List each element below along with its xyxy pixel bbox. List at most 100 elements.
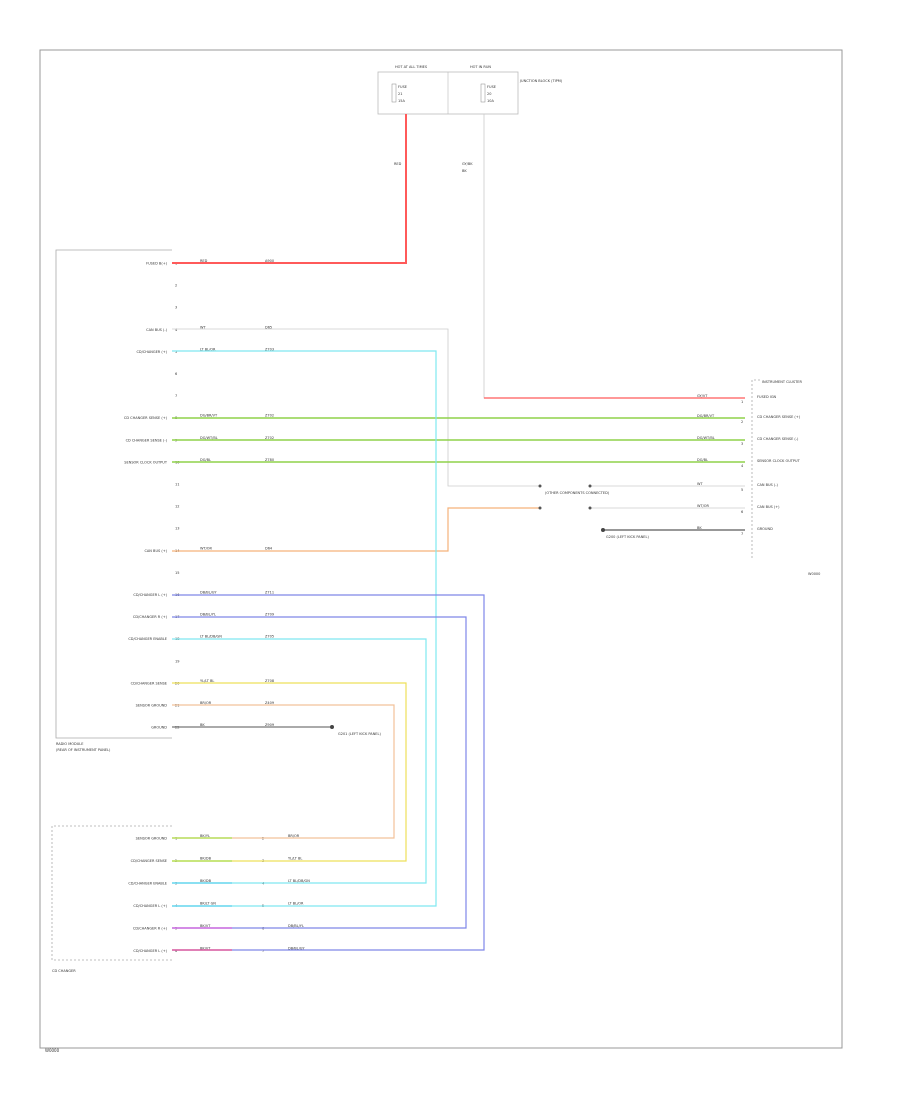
- wire-cd-l2: [172, 594, 485, 951]
- radio-pin-number: 12: [175, 505, 179, 509]
- radio-pin-number: 4: [175, 328, 178, 332]
- fuse-left-icon: [391, 83, 397, 103]
- splice-note: (OTHER COMPONENTS CONNECTED): [545, 491, 610, 495]
- changer-wire-left: BK/DB: [200, 857, 212, 861]
- wire-cd-sense: [172, 682, 407, 862]
- ground-dot: [601, 528, 605, 532]
- fuse-block: HOT AT ALL TIMES FUSE 21 15A HOT IN RUN …: [377, 65, 563, 115]
- wire-can-plus: [172, 507, 540, 552]
- radio-pin-label: SENSOR CLOCK OUTPUT: [124, 460, 168, 464]
- splice-dot: [538, 506, 542, 510]
- radio-pin-label: CD/CHANGER SENSE: [131, 681, 167, 685]
- right-wire-color: BK: [697, 526, 702, 530]
- radio-wire-color: DB/BL/GY: [200, 591, 217, 595]
- right-pin-number: 4: [741, 464, 744, 468]
- radio-wire-circuit: Z702: [265, 436, 274, 440]
- splice-dot: [588, 506, 592, 510]
- fuse-left-num: 21: [398, 92, 402, 96]
- wire-cd-enable: [172, 638, 427, 884]
- changer-pin-side: 7: [262, 949, 264, 953]
- diagram-border: [39, 49, 843, 1049]
- radio-pin-label: CD/CHANGER L (+): [133, 593, 167, 597]
- radio-wire-color: LT BL/OR: [200, 347, 216, 351]
- radio-pin-number: 6: [175, 372, 177, 376]
- radio-wire-circuit: D64: [265, 546, 273, 550]
- radio-pin-number: 11: [175, 483, 179, 487]
- radio-pin-label: CD CHANGER SENSE (+): [124, 416, 168, 420]
- radio-pin-number: 2: [175, 284, 177, 288]
- radio-pin-label: CD CHANGER SENSE (-): [126, 438, 168, 442]
- fuse-right-label: FUSE: [487, 85, 496, 89]
- radio-pin-label: FUSED B(+): [146, 262, 168, 266]
- changer-wire-left: BK/VT: [200, 924, 211, 928]
- radio-pin-number: 19: [175, 659, 179, 663]
- changer-pin-label: CD/CHANGER ENABLE: [128, 882, 167, 886]
- radio-wire-circuit: Z909: [265, 723, 274, 727]
- changer-pin-label: CD/CHANGER SENSE: [131, 859, 167, 863]
- right-pin-label: CD CHANGER SENSE (+): [757, 415, 801, 419]
- radio-wire-circuit: Z705: [265, 635, 274, 639]
- right-module: INSTRUMENT CLUSTER W0000 FUSED IGN1GY/VT…: [697, 379, 820, 576]
- fuse-right-num: 20: [487, 92, 491, 96]
- radio-pin-label: CAN BUS (+): [144, 549, 167, 553]
- right-pin-number: 6: [741, 510, 743, 514]
- radio-wire-color: WT: [200, 325, 206, 329]
- radio-wire-circuit: Z708: [265, 679, 274, 683]
- right-pin-label: CD CHANGER SENSE (-): [757, 437, 799, 441]
- wire-cd-r: [172, 616, 467, 929]
- wire-sensor-ground: [172, 704, 395, 839]
- right-pin-number: 1: [741, 400, 743, 404]
- radio-wire-circuit: A900: [265, 259, 274, 263]
- ground-note-radio: G201 (LEFT KICK PANEL): [338, 732, 381, 736]
- wire-cd-l: [172, 350, 437, 907]
- right-pin-number: 2: [741, 420, 743, 424]
- radio-wire-color: RED: [200, 259, 208, 263]
- changer-wire-left: BK/DB: [200, 879, 212, 883]
- radio-wire-circuit: Z703: [265, 347, 274, 351]
- changer-wire-right: YL/LT BL: [288, 857, 302, 861]
- wires: [172, 114, 745, 951]
- cd-changer: CD CHANGER SENSOR GROUND1BK/YL2BR/ORCD/C…: [51, 825, 310, 973]
- radio-pin-number: 13: [175, 527, 179, 531]
- wire-top-right-color: GY/BK: [462, 162, 473, 166]
- radio-wire-circuit: Z702: [265, 414, 274, 418]
- fuse-right-amp: 10A: [487, 99, 494, 103]
- wire-fused-ign: [483, 114, 745, 399]
- changer-wire-right: DB/BL/GY: [288, 947, 305, 951]
- changer-pin-label: CD/CHANGER L (+): [133, 949, 167, 953]
- radio-wire-color: YL/LT BL: [200, 679, 214, 683]
- radio-wire-color: DG/BR/VT: [200, 414, 218, 418]
- radio-module: RADIO MODULE (REAR OF INSTRUMENT PANEL) …: [55, 249, 274, 752]
- changer-name: CD CHANGER: [52, 969, 76, 973]
- splice-dot: [538, 484, 542, 488]
- radio-wire-circuit: Z780: [265, 458, 274, 462]
- radio-pin-label: CD/CHANGER R (+): [133, 615, 168, 619]
- radio-note: (REAR OF INSTRUMENT PANEL): [56, 748, 111, 752]
- right-pin-number: 7: [741, 532, 743, 536]
- radio-pin-label: GROUND: [151, 726, 167, 730]
- changer-wire-right: DB/BL/YL: [288, 924, 304, 928]
- wire-fused-b: [172, 114, 407, 264]
- radio-wire-circuit: D65: [265, 325, 272, 329]
- radio-wire-circuit: Z409: [265, 701, 274, 705]
- changer-pin-label: SENSOR GROUND: [136, 837, 168, 841]
- radio-wire-color: LT BL/DB/GN: [200, 635, 222, 639]
- right-pin-label: CAN BUS (+): [757, 505, 780, 509]
- changer-pin-number: 6: [175, 949, 177, 953]
- wire-top-left-color: RED: [394, 162, 402, 166]
- radio-wire-color: DG/BL: [200, 458, 211, 462]
- radio-wire-circuit: Z711: [265, 591, 274, 595]
- right-pin-label: CAN BUS (-): [757, 483, 778, 487]
- right-wire-color: GY/VT: [697, 394, 708, 398]
- radio-wire-color: WT/OR: [200, 546, 213, 550]
- right-wire-color: DG/BL: [697, 458, 708, 462]
- right-wire-color: WT/OR: [697, 504, 710, 508]
- wire-top-right-note: BK: [462, 169, 467, 173]
- radio-wire-circuit: Z709: [265, 613, 274, 617]
- right-module-name: INSTRUMENT CLUSTER: [762, 380, 802, 384]
- radio-pin-label: SENSOR GROUND: [136, 704, 168, 708]
- right-wire-color: DG/WT/BL: [697, 436, 715, 440]
- fuse-right-header: HOT IN RUN: [470, 65, 491, 69]
- changer-pin-label: CD/CHANGER L (+): [133, 904, 167, 908]
- right-pin-label: SENSOR CLOCK OUTPUT: [757, 459, 801, 463]
